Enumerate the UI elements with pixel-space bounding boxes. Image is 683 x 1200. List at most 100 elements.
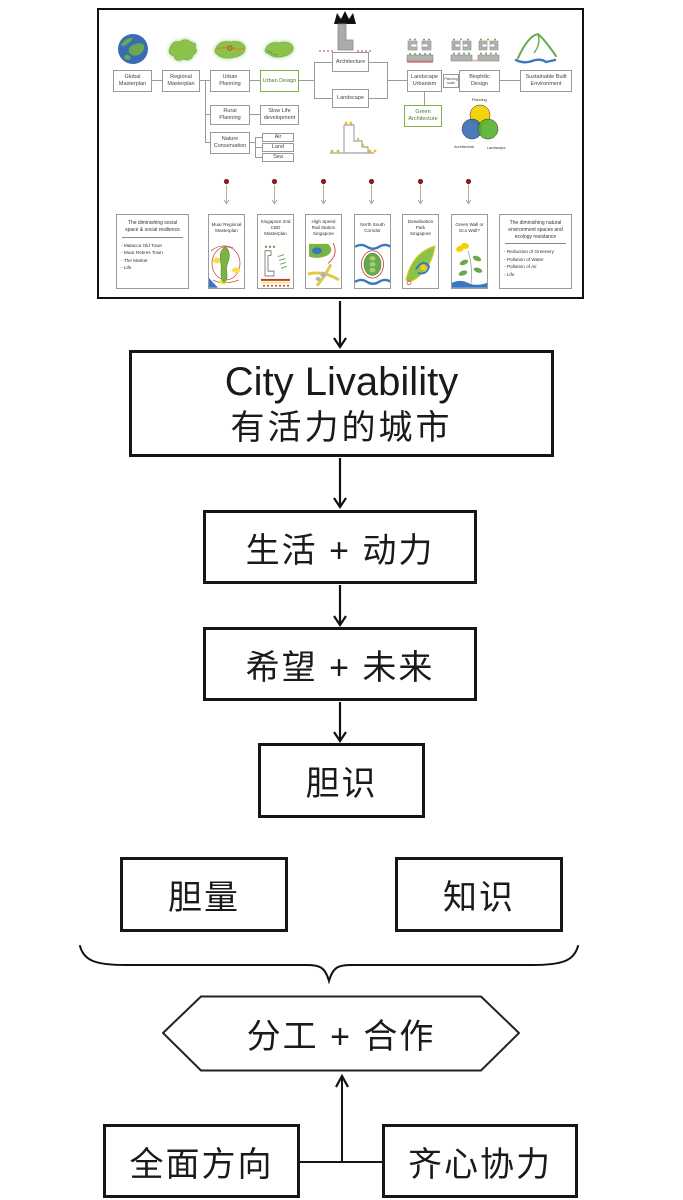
island-icon bbox=[264, 41, 294, 58]
card-muar-regional-masterplan: Muar Regional Masterplan bbox=[208, 214, 245, 289]
connector bbox=[314, 62, 332, 63]
list-item: - Reduction of Greenery bbox=[504, 249, 555, 255]
connector bbox=[424, 92, 425, 105]
list-item: - Malacca Old Town bbox=[121, 242, 163, 248]
flow-arrow-up bbox=[335, 1073, 349, 1088]
connector bbox=[314, 62, 315, 99]
venn-label-architecture: Architecture bbox=[454, 145, 475, 149]
connector bbox=[500, 80, 520, 81]
connector bbox=[250, 80, 260, 81]
card-hsr-station-singapore: High Speed Rail Station Singapore bbox=[305, 214, 342, 289]
node-regional-masterplan: Regional Masterplan bbox=[162, 70, 200, 92]
city-livability-zh: 有活力的城市 bbox=[230, 409, 453, 448]
concerted-effort-label: 齐心协力 bbox=[408, 1145, 552, 1184]
red-pin-icon bbox=[368, 178, 375, 205]
flow-arrow-down-3 bbox=[333, 585, 347, 627]
courage-label: 胆量 bbox=[168, 879, 240, 917]
connector bbox=[250, 142, 255, 143]
division-cooperation-hexagon: 分工 + 合作 bbox=[161, 995, 521, 1072]
card-desalination-park: Desalination Park Singapore bbox=[402, 214, 439, 289]
node-green-architecture: Green Architecture bbox=[404, 105, 442, 127]
divider bbox=[505, 243, 566, 245]
urban-region-icon bbox=[214, 41, 246, 59]
node-planning-scale: Planning scale bbox=[443, 74, 459, 88]
card-singapore-cbd-masterplan: Singapore 2nd CBD Masterplan bbox=[257, 214, 294, 289]
card-title: North South Corridor bbox=[360, 222, 385, 234]
connector bbox=[255, 147, 262, 148]
connector bbox=[152, 80, 162, 81]
muar-map-art bbox=[209, 245, 241, 288]
node-landscape: Landscape bbox=[332, 89, 369, 108]
connector bbox=[255, 137, 262, 138]
city-livability-en: City Livability bbox=[224, 360, 459, 405]
curly-brace bbox=[79, 945, 579, 985]
node-air: Air bbox=[262, 133, 294, 142]
china-map-icon bbox=[168, 39, 197, 61]
connector bbox=[387, 80, 407, 81]
node-sustainable-built-environment: Sustainable Built Environment bbox=[520, 70, 572, 92]
divider bbox=[122, 236, 183, 238]
knowledge-box: 知识 bbox=[395, 857, 563, 932]
list-item: - Pollution of Water bbox=[504, 256, 544, 262]
connector bbox=[250, 114, 260, 115]
venn-diagram bbox=[461, 104, 499, 140]
card-title: Green Wall or Eco Wall? bbox=[455, 222, 484, 234]
card-north-south-corridor: North South Corridor bbox=[354, 214, 391, 289]
card-items: - Reduction of Greenery - Pollution of W… bbox=[500, 246, 571, 280]
overall-direction-label: 全面方向 bbox=[129, 1145, 274, 1184]
landscape-steps-icon bbox=[330, 121, 377, 154]
card-title: The diminishing social space & social re… bbox=[125, 220, 180, 233]
card-green-wall: Green Wall or Eco Wall? bbox=[451, 214, 488, 289]
node-rural-planning: Rural Planning bbox=[210, 105, 250, 125]
urbanism-blocks-icon bbox=[406, 38, 434, 63]
desalination-map-art bbox=[405, 245, 436, 286]
card-items: - Malacca Old Town - Muar Retires Town -… bbox=[117, 240, 188, 274]
connector bbox=[369, 62, 387, 63]
corridor-map-art bbox=[355, 244, 390, 286]
flow-arrow-down-2 bbox=[333, 458, 347, 509]
node-slow-life-development: Slow Life development bbox=[260, 105, 299, 125]
connector-vertical bbox=[341, 1078, 343, 1163]
life-power-box: 生活 + 动力 bbox=[203, 510, 477, 584]
node-landscape-urbanism: Landscape Urbanism bbox=[407, 70, 442, 92]
knowledge-label: 知识 bbox=[443, 879, 515, 917]
card-social-resilience: The diminishing social space & social re… bbox=[116, 214, 189, 289]
node-land: Land bbox=[262, 143, 294, 152]
node-nature-conservation: Nature Conservation bbox=[210, 132, 250, 154]
connector bbox=[205, 80, 206, 143]
red-pin-icon bbox=[271, 178, 278, 205]
courage-box: 胆量 bbox=[120, 857, 288, 932]
connector bbox=[299, 80, 314, 81]
connector bbox=[205, 142, 210, 143]
mountain-river-icon bbox=[514, 32, 557, 64]
life-power-label: 生活 + 动力 bbox=[245, 531, 435, 570]
connector bbox=[205, 114, 210, 115]
division-cooperation-label: 分工 + 合作 bbox=[246, 1018, 436, 1056]
crown-tower-icon bbox=[319, 11, 371, 52]
connector bbox=[255, 157, 262, 158]
hope-future-label: 希望 + 未来 bbox=[245, 648, 435, 687]
red-pin-icon bbox=[417, 178, 424, 205]
card-title: Muar Regional Masterplan bbox=[211, 222, 242, 234]
node-urban-planning: Urban Planning bbox=[210, 70, 250, 92]
hope-future-box: 希望 + 未来 bbox=[203, 627, 477, 701]
green-wall-art bbox=[452, 243, 487, 288]
node-biophilic-design: Biophilic Design bbox=[459, 70, 500, 92]
hsr-map-art bbox=[307, 243, 340, 287]
node-global-masterplan: Global Masterplan bbox=[113, 70, 152, 92]
connector bbox=[314, 98, 332, 99]
card-title: The diminishing natural environment spac… bbox=[508, 220, 563, 240]
list-item: - Muar Retires Town bbox=[121, 250, 163, 256]
cbd-map-art bbox=[261, 245, 290, 288]
card-title: Singapore 2nd CBD Masterplan bbox=[260, 219, 291, 237]
list-item: - Life bbox=[504, 271, 515, 277]
flow-arrow-down-4 bbox=[333, 702, 347, 743]
red-pin-icon bbox=[320, 178, 327, 205]
overall-direction-box: 全面方向 bbox=[103, 1124, 300, 1198]
red-pin-icon bbox=[223, 178, 230, 205]
hexagon-shape bbox=[161, 995, 521, 1072]
connector bbox=[369, 98, 387, 99]
biophilic-blocks-icon bbox=[450, 38, 500, 62]
boldness-label: 胆识 bbox=[305, 765, 378, 803]
concerted-effort-box: 齐心协力 bbox=[382, 1124, 578, 1198]
